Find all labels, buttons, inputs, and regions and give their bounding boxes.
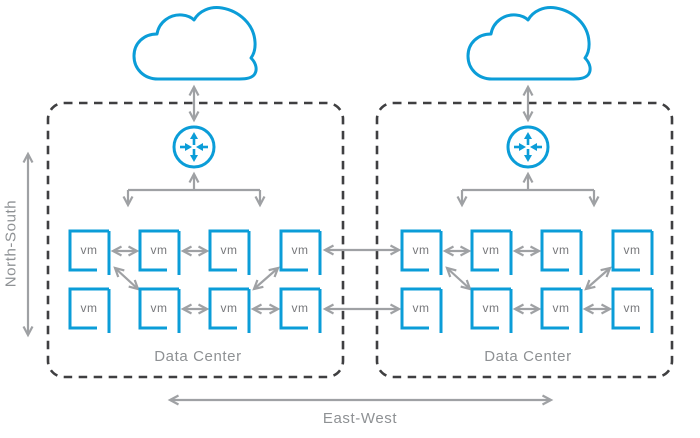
- router-icon-right: [506, 125, 550, 169]
- vm-label: vm: [623, 243, 641, 257]
- vm-label: vm: [150, 243, 168, 257]
- vm-label: vm: [80, 301, 98, 315]
- distribution-arrow-right: [462, 174, 594, 205]
- cloud-icon-left: [132, 6, 258, 81]
- vm-box: vm: [208, 229, 254, 277]
- dc-label-left: Data Center: [154, 348, 242, 365]
- dc-label-right: Data Center: [484, 348, 572, 365]
- vm-box: vm: [279, 229, 325, 277]
- vm-cross-tier-arrow: [584, 266, 612, 291]
- vm-box: vm: [611, 229, 657, 277]
- vm-label: vm: [412, 301, 430, 315]
- vm-box: vm: [68, 229, 114, 277]
- north-south-label: North-South: [2, 199, 20, 288]
- vm-label: vm: [220, 243, 238, 257]
- vm-box: vm: [138, 287, 184, 335]
- vm-cross-tier-arrow: [113, 266, 140, 291]
- vm-box: vm: [138, 229, 184, 277]
- router-icon-left: [172, 125, 216, 169]
- vm-box: vm: [470, 287, 516, 335]
- cloud-icon-right: [466, 6, 592, 81]
- vm-box: vm: [540, 229, 586, 277]
- vm-box: vm: [470, 229, 516, 277]
- east-west-label: East-West: [322, 410, 398, 427]
- vm-label: vm: [482, 243, 500, 257]
- vm-label: vm: [552, 301, 570, 315]
- vm-box: vm: [400, 287, 446, 335]
- vm-box: vm: [279, 287, 325, 335]
- vm-cross-tier-arrow: [445, 266, 472, 291]
- vm-cross-tier-arrow: [252, 266, 280, 291]
- vm-label: vm: [482, 301, 500, 315]
- vm-box: vm: [611, 287, 657, 335]
- vm-label: vm: [150, 301, 168, 315]
- vm-label: vm: [220, 301, 238, 315]
- vm-box: vm: [540, 287, 586, 335]
- dc-boundary-left: [46, 101, 345, 379]
- vm-box: vm: [400, 229, 446, 277]
- vm-label: vm: [291, 243, 309, 257]
- vm-label: vm: [291, 301, 309, 315]
- vm-label: vm: [623, 301, 641, 315]
- dc-boundary-right: [375, 101, 674, 379]
- vm-label: vm: [552, 243, 570, 257]
- distribution-arrow-left: [128, 174, 260, 205]
- vm-label: vm: [412, 243, 430, 257]
- vm-box: vm: [68, 287, 114, 335]
- vm-box: vm: [208, 287, 254, 335]
- vm-label: vm: [80, 243, 98, 257]
